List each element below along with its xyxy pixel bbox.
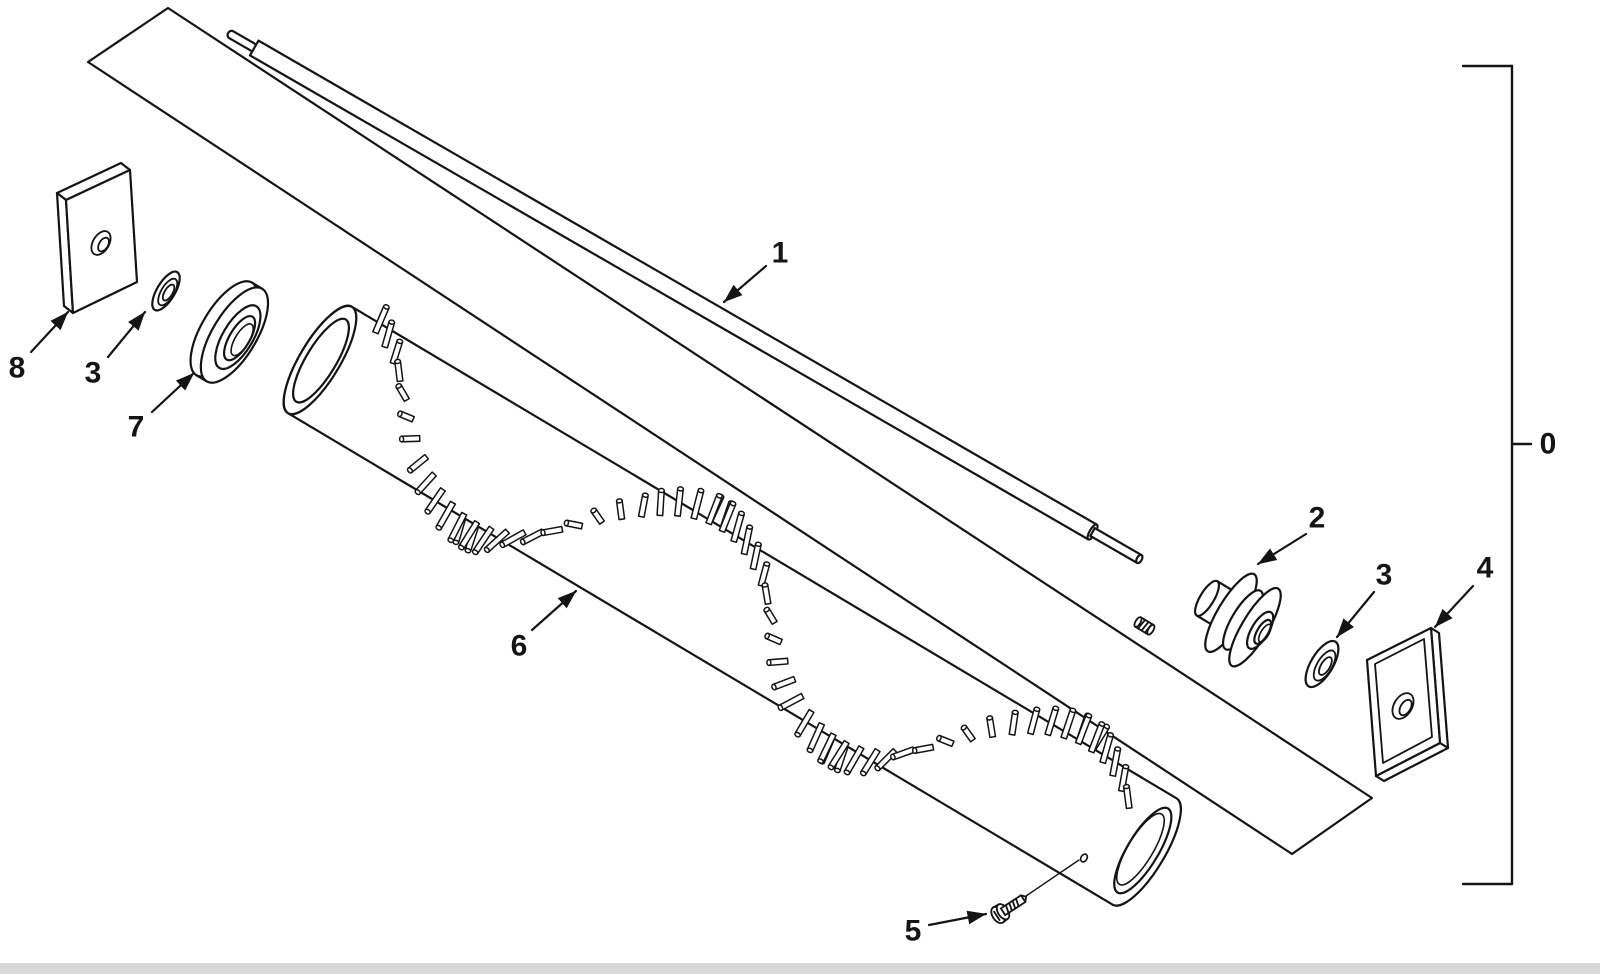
bristle-tuft [960, 724, 976, 743]
page-bottom-edge [0, 963, 1600, 974]
label-0: 0 [1540, 428, 1557, 461]
arrow-2 [1256, 532, 1308, 566]
bristle-tuft [656, 487, 665, 517]
label-2: 2 [1309, 502, 1326, 535]
bristle-tuft [859, 747, 881, 777]
bristle-tuft [406, 453, 430, 474]
bristle-tuft [763, 606, 778, 626]
bristle-tuft [771, 675, 797, 691]
bristle-tuft [395, 382, 410, 403]
bristle-tuft [457, 519, 481, 551]
bristle-tuft [764, 632, 783, 646]
bristle-tuft [372, 304, 390, 335]
label-3-right: 3 [1376, 559, 1393, 592]
bristle-tuft [563, 519, 584, 530]
bristle-tuft [389, 338, 404, 365]
bristle-tuft [1044, 705, 1060, 737]
label-8: 8 [9, 352, 26, 385]
bristle-tuft [740, 524, 754, 556]
screw-leader-line [1025, 859, 1080, 897]
pulley [1193, 572, 1282, 668]
label-1: 1 [772, 237, 789, 270]
arrow-7 [150, 371, 196, 414]
bearing-flange [189, 280, 270, 384]
bristle-tuft [1109, 746, 1122, 777]
set-screw [1133, 616, 1156, 636]
bristle-tuft [749, 541, 762, 571]
arrow-3-left [106, 310, 147, 359]
bristle-tuft [817, 732, 837, 765]
arrow-6 [530, 589, 578, 632]
label-7: 7 [128, 411, 145, 444]
bristle-tuft [381, 319, 396, 349]
bristle-tuft [398, 434, 421, 443]
washer-left [151, 270, 181, 312]
backdrop-parallelogram [86, 6, 1374, 856]
bristle-tuft [540, 525, 564, 537]
bristle-tuft [590, 507, 606, 525]
bristle-tuft [435, 500, 457, 531]
bristle-tuft [471, 525, 495, 556]
bristle-tuft [777, 692, 805, 712]
bristle-tuft [447, 511, 468, 544]
bristle-tuft [1122, 783, 1133, 810]
bristle-tuft [730, 510, 746, 544]
screw-hole [1079, 853, 1089, 863]
bristle-tuft [794, 708, 815, 738]
bristle-tuft [1060, 707, 1077, 740]
bracket-0 [1461, 64, 1533, 886]
bristle-tuft [718, 500, 737, 534]
bristle-tuft [911, 743, 935, 755]
label-4: 4 [1477, 552, 1494, 585]
bristle-tuft [615, 498, 626, 521]
end-plate-right [1365, 626, 1450, 783]
bristle-tuft [986, 715, 997, 739]
label-6: 6 [511, 630, 528, 663]
arrow-3-right [1335, 590, 1376, 639]
label-3-left: 3 [85, 357, 102, 390]
brush-roller-body [282, 304, 1182, 907]
bristle-tuft [1099, 731, 1115, 765]
bristle-tuft [397, 410, 416, 423]
label-5: 5 [905, 915, 922, 948]
bristle-tuft [761, 582, 772, 606]
bristle-tuft [637, 492, 649, 518]
arrow-4 [1433, 584, 1475, 629]
callout-arrows [29, 264, 1475, 927]
bristle-tuft [1008, 709, 1019, 736]
bristle-tuft [483, 528, 511, 554]
arrow-1 [722, 264, 768, 304]
bristle-tuft [843, 745, 865, 776]
bristle-tuft [424, 487, 446, 515]
arrow-5 [927, 910, 988, 927]
shaft [226, 29, 1144, 565]
bristle-tuft [806, 721, 826, 754]
brush-bristles-front [372, 304, 1133, 810]
bristle-tuft [936, 734, 955, 748]
bristle-tuft [414, 471, 438, 496]
bristle-tuft [827, 739, 850, 771]
bristle-tuft [499, 529, 527, 549]
arrow-8 [29, 310, 70, 354]
bristle-tuft [1087, 721, 1106, 754]
bristle-tuft [1026, 706, 1041, 736]
bristle-tuft [394, 358, 404, 383]
bristle-tuft [757, 561, 771, 588]
bristle-tuft [673, 486, 685, 517]
bristle-tuft [705, 492, 723, 526]
bristle-tuft [1117, 763, 1130, 793]
bristle-tuft [690, 487, 705, 521]
washer-right [1304, 639, 1340, 689]
bristle-tuft [1074, 712, 1093, 746]
bristle-tuft [766, 657, 789, 667]
end-plate-left [55, 161, 139, 315]
mounting-screw [990, 894, 1027, 925]
